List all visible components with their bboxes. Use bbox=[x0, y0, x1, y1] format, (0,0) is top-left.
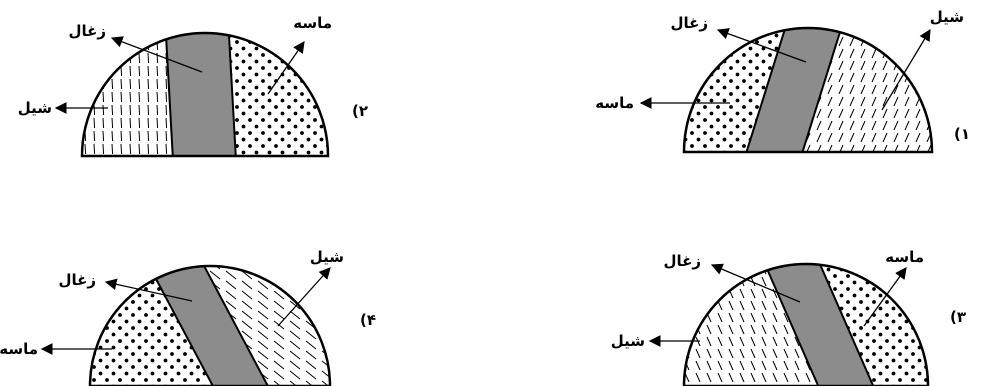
option-3-coal-label: زغال bbox=[663, 252, 701, 270]
option-1-shale-label: شیل bbox=[930, 8, 964, 26]
option-4-diagram: زغال شیل ماسه (۴ bbox=[0, 230, 376, 386]
option-2-sandstone-label: ماسه bbox=[293, 14, 332, 32]
option-4-shale-label: شیل bbox=[310, 248, 344, 266]
option-1-diagram: زغال شیل ماسه (۱ bbox=[595, 0, 970, 160]
option-1-coal-label: زغال bbox=[670, 14, 708, 32]
option-2-coal-layer bbox=[164, 0, 236, 160]
option-4-sandstone-label: ماسه bbox=[0, 340, 38, 358]
option-4-coal-label: زغال bbox=[58, 271, 96, 289]
option-1-sandstone-label: ماسه bbox=[595, 94, 634, 112]
option-4-number: (۴ bbox=[360, 311, 376, 329]
option-3-sandstone-label: ماسه bbox=[885, 248, 924, 266]
option-2-diagram: زغال شیل ماسه (۲ bbox=[18, 0, 368, 160]
option-2-shale-label: شیل bbox=[18, 99, 52, 117]
option-2-coal-label: زغال bbox=[68, 22, 106, 40]
option-3-shale-label: شیل bbox=[611, 332, 645, 350]
option-3-diagram: زغال شیل ماسه (۳ bbox=[611, 230, 966, 386]
option-3-number: (۳ bbox=[950, 308, 966, 326]
option-2-number: (۲ bbox=[352, 102, 368, 120]
option-1-number: (۱ bbox=[954, 125, 970, 143]
